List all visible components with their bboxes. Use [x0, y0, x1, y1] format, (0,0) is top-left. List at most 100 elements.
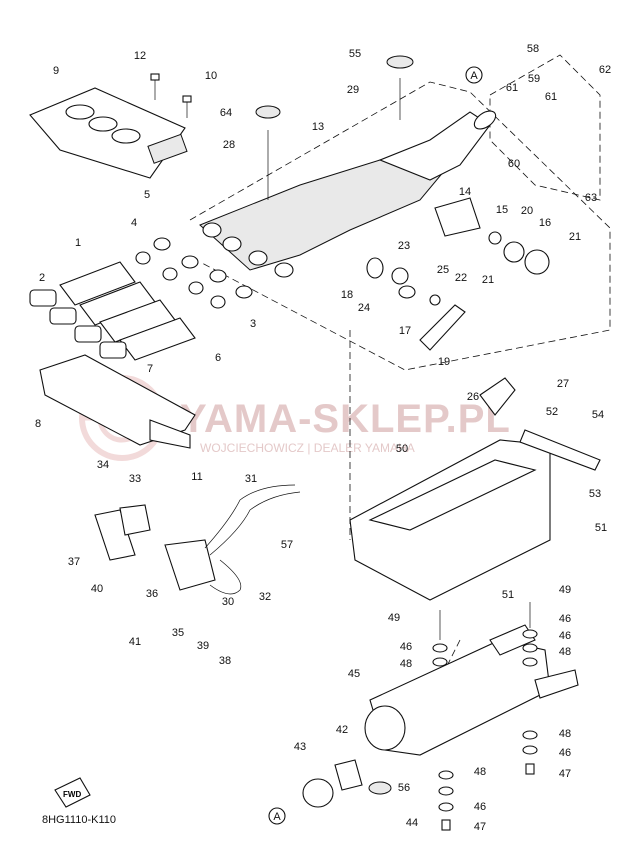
callout-9: 9: [53, 65, 59, 77]
callout-51a: 51: [502, 589, 514, 601]
rings-4: [135, 251, 226, 309]
callout-21a: 21: [569, 231, 581, 243]
callout-16: 16: [539, 217, 551, 229]
callout-38: 38: [219, 655, 231, 667]
callout-57: 57: [281, 539, 293, 551]
callout-48d: 48: [474, 766, 486, 778]
callout-49b: 49: [559, 584, 571, 596]
ref-marker-a-bottom-label: A: [273, 811, 281, 823]
mount-stack-bottom: [438, 770, 454, 831]
callout-25: 25: [437, 264, 449, 276]
callout-41: 41: [129, 636, 141, 648]
callout-48a: 48: [400, 658, 412, 670]
callout-32: 32: [259, 591, 271, 603]
callout-46b: 46: [559, 613, 571, 625]
callout-19: 19: [438, 356, 450, 368]
callout-4: 4: [131, 217, 137, 229]
callout-46e: 46: [474, 801, 486, 813]
callout-49a: 49: [388, 612, 400, 624]
muffler-45: [364, 624, 579, 756]
callout-46c: 46: [559, 630, 571, 642]
callout-15: 15: [496, 204, 508, 216]
callout-18: 18: [341, 289, 353, 301]
callout-50: 50: [396, 443, 408, 455]
callout-34: 34: [97, 459, 109, 471]
callout-52: 52: [546, 406, 558, 418]
callout-14: 14: [459, 186, 471, 198]
bracket-37: [94, 509, 136, 561]
callout-3: 3: [250, 318, 256, 330]
callout-31: 31: [245, 473, 257, 485]
callout-37: 37: [68, 556, 80, 568]
hoses-31-32: [204, 484, 301, 595]
callout-5: 5: [144, 189, 150, 201]
callout-64: 64: [220, 107, 232, 119]
oring-15: [488, 231, 502, 245]
callout-42: 42: [336, 724, 348, 736]
bolt-10: [182, 95, 192, 118]
callout-10: 10: [205, 70, 217, 82]
callout-55: 55: [349, 48, 361, 60]
ring-24: [398, 285, 416, 299]
callout-56: 56: [398, 782, 410, 794]
main-assembly-boundary: [189, 81, 611, 371]
callout-46d: 46: [559, 747, 571, 759]
callout-54: 54: [592, 409, 604, 421]
ring-23: [391, 267, 409, 285]
callout-47b: 47: [474, 821, 486, 833]
watermark: YAMA-SKLEP.PL WOJCIECHOWICZ | DEALER YAM…: [79, 375, 510, 461]
callout-43: 43: [294, 741, 306, 753]
callout-22: 22: [455, 272, 467, 284]
mount-stack-right-top: [522, 602, 538, 667]
gasket-20: [503, 241, 525, 263]
cap-56: [368, 781, 392, 795]
water-lock-14: [434, 197, 481, 237]
cap-64: [255, 105, 281, 200]
ref-marker-a-bottom: A: [268, 807, 286, 825]
clamps-3: [153, 237, 253, 299]
mount-stack-left: [432, 610, 448, 667]
mount-stack-right-bottom: [522, 730, 538, 775]
callout-58: 58: [527, 43, 539, 55]
callout-2: 2: [39, 272, 45, 284]
callout-59: 59: [528, 73, 540, 85]
pipe-42: [334, 759, 363, 791]
callout-47a: 47: [559, 768, 571, 780]
callout-53: 53: [589, 488, 601, 500]
gasket-2: [29, 289, 127, 359]
spring-18: [366, 257, 384, 279]
ref-marker-a-top-label: A: [470, 70, 478, 82]
heat-shield-boundary: [489, 54, 601, 201]
plate-16: [524, 249, 550, 275]
callout-35: 35: [172, 627, 184, 639]
valve-30: [164, 539, 216, 591]
cap-33: [119, 504, 151, 536]
callout-48b: 48: [559, 646, 571, 658]
callout-46a: 46: [400, 641, 412, 653]
callout-11: 11: [191, 471, 202, 483]
callout-33: 33: [129, 473, 141, 485]
callout-62: 62: [599, 64, 611, 76]
callout-21b: 21: [482, 274, 494, 286]
callout-6: 6: [215, 352, 221, 364]
callout-44: 44: [406, 817, 418, 829]
callout-26: 26: [467, 391, 479, 403]
heat-shield-7: [39, 354, 196, 449]
callout-12: 12: [134, 50, 146, 62]
callout-13: 13: [312, 121, 324, 133]
watermark-subtitle: WOJCIECHOWICZ | DEALER YAMAHA: [200, 441, 415, 455]
callout-61b: 61: [545, 91, 557, 103]
callout-8: 8: [35, 418, 41, 430]
callout-7: 7: [147, 363, 153, 375]
callout-28: 28: [223, 139, 235, 151]
ref-marker-a-top: A: [465, 66, 483, 84]
muffler-box-50: [349, 439, 551, 601]
callout-63: 63: [585, 192, 597, 204]
callout-40: 40: [91, 583, 103, 595]
callout-36: 36: [146, 588, 158, 600]
callout-48c: 48: [559, 728, 571, 740]
exhaust-manifold-13: [199, 110, 497, 278]
callout-17: 17: [399, 325, 411, 337]
callout-29: 29: [347, 84, 359, 96]
